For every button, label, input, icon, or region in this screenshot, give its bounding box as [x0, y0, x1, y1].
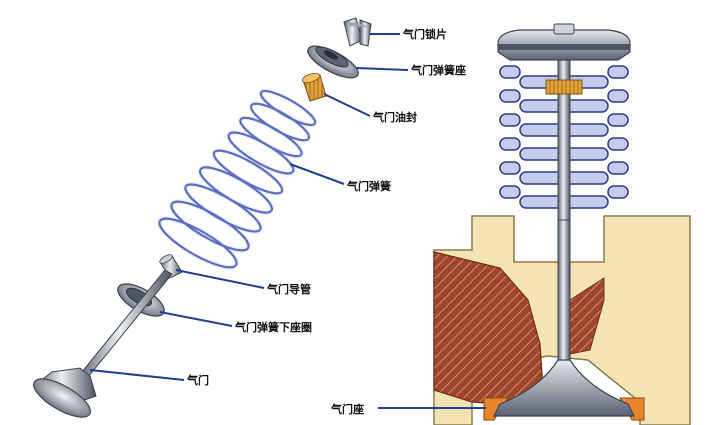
label-valve-seal: 气门油封: [372, 110, 417, 124]
valve-spring-part: [156, 88, 318, 270]
label-valve-spring: 气门弹簧: [346, 179, 391, 193]
label-lower-spring-seat: 气门弹簧下座圈: [234, 320, 312, 334]
section-valve-head: [493, 359, 635, 417]
valve-keeper-part: [343, 17, 372, 47]
leader-lines: [89, 33, 486, 409]
labels: 气门锁片 气门弹簧座 气门油封 气门弹簧 气门导管 气门弹簧下座圈 气门 气门座: [186, 27, 466, 416]
leader-lower-spring-seat: [159, 311, 233, 327]
valve-head-part: [33, 367, 97, 418]
spring-retainer-part: [307, 45, 359, 79]
label-valve-guide: 气门导管: [266, 282, 311, 296]
leader-spring-retainer: [355, 67, 409, 71]
exploded-view: [33, 17, 372, 418]
valve-seal-part: [301, 72, 327, 102]
leader-valve-guide: [175, 269, 265, 289]
label-valve-seat: 气门座: [330, 402, 364, 416]
label-valve-keeper: 气门锁片: [402, 27, 447, 41]
label-valve: 气门: [186, 373, 209, 387]
leader-valve: [89, 369, 185, 381]
cross-section-view: [433, 23, 691, 425]
label-spring-retainer: 气门弹簧座: [410, 63, 466, 77]
section-valve-seal: [545, 79, 583, 95]
section-valve-tip: [553, 23, 575, 35]
leader-valve-seal: [323, 93, 371, 117]
leader-valve-spring: [289, 163, 345, 185]
